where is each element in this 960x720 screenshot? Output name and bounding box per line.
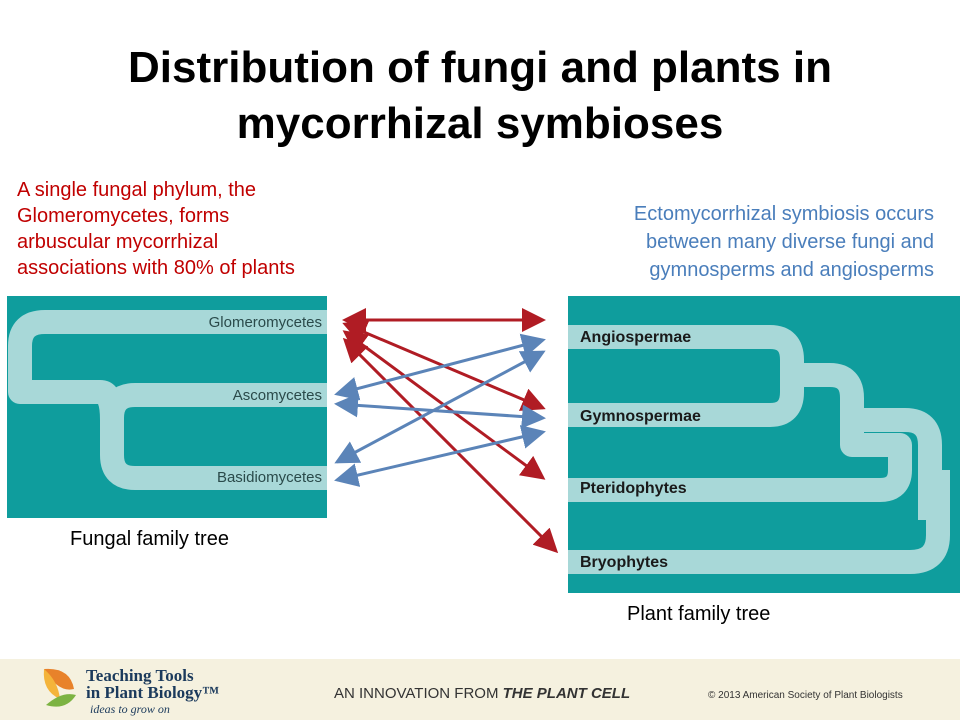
arbuscular-caption-line: A single fungal phylum, the [17, 179, 257, 201]
fungal-branch-stem [60, 380, 124, 421]
ectomycorrhizal-caption-line: Ectomycorrhizal symbiosis occurs [633, 203, 934, 225]
brand-name-line: Teaching Tools [86, 666, 194, 685]
fungal-tree-caption: Fungal family tree [70, 528, 229, 550]
fungal-taxon-label: Basidiomycetes [217, 469, 322, 486]
ectomycorrhizal-arrow [334, 425, 546, 487]
plant-branch-bryophytes [568, 470, 950, 574]
plant-family-tree: Angiospermae Gymnospermae Pteridophytes … [568, 296, 960, 593]
fungal-taxon-label: Ascomycetes [233, 387, 322, 404]
fungal-taxon-label: Glomeromycetes [209, 314, 322, 331]
journal-name: THE PLANT CELL [502, 685, 631, 702]
plant-taxon-label: Gymnospermae [580, 408, 701, 425]
arbuscular-caption: A single fungal phylum, the Glomeromycet… [17, 177, 377, 281]
title-line-2: mycorrhizal symbioses [236, 99, 724, 148]
innovation-prefix: AN INNOVATION FROM [334, 685, 503, 702]
fungal-tree-branches [8, 310, 327, 490]
brand-name: Teaching Tools in Plant Biology™ [86, 667, 219, 701]
fungal-branch-glomeromycetes [8, 310, 327, 404]
plant-branch-gymnospermae [568, 363, 864, 427]
plant-taxon-label: Pteridophytes [580, 480, 687, 497]
leaf-logo-icon [43, 668, 76, 707]
arbuscular-caption-line: arbuscular mycorrhizal [17, 231, 219, 253]
ectomycorrhizal-caption-line: between many diverse fungi and [646, 231, 934, 253]
plant-taxon-label: Angiospermae [580, 329, 691, 346]
brand-tagline: ideas to grow on [90, 702, 170, 716]
arbuscular-caption-line: Glomeromycetes, forms [17, 205, 230, 227]
plant-tree-branches [568, 325, 950, 574]
mycorrhiza-diagram: Glomeromycetes Ascomycetes Basidiomycete… [7, 296, 960, 593]
plant-branch-pteridophytes [568, 408, 942, 520]
fungal-family-tree: Glomeromycetes Ascomycetes Basidiomycete… [7, 296, 327, 518]
slide-title: Distribution of fungi and plants in myco… [0, 40, 960, 152]
plant-tree-caption: Plant family tree [627, 603, 771, 625]
fungal-branch-asco-basidio [100, 383, 327, 490]
copyright-notice: © 2013 American Society of Plant Biologi… [708, 690, 903, 701]
symbiosis-arrows [334, 308, 559, 554]
ectomycorrhizal-caption: Ectomycorrhizal symbiosis occurs between… [534, 200, 934, 284]
arbuscular-caption-line: associations with 80% of plants [17, 257, 295, 279]
plant-taxon-label: Bryophytes [580, 554, 668, 571]
title-line-1: Distribution of fungi and plants in [128, 43, 832, 92]
arbuscular-arrow [342, 337, 559, 554]
brand-name-line: in Plant Biology™ [86, 683, 220, 702]
innovation-note: AN INNOVATION FROM THE PLANT CELL [334, 685, 630, 702]
ectomycorrhizal-caption-line: gymnosperms and angiosperms [649, 259, 934, 281]
plant-branch-angiospermae [568, 325, 804, 375]
footer-bar: Teaching Tools in Plant Biology™ ideas t… [0, 659, 960, 720]
